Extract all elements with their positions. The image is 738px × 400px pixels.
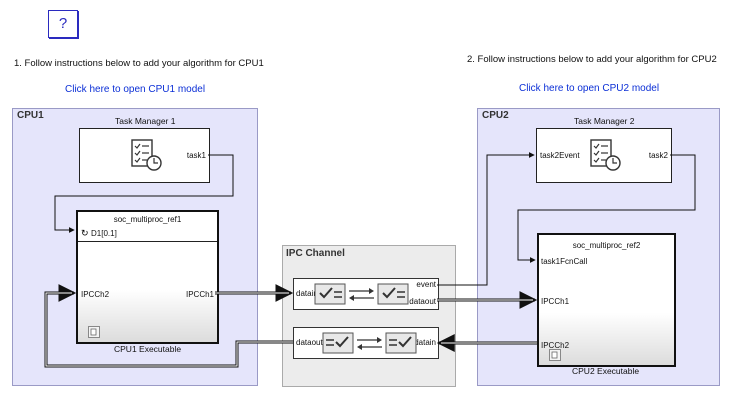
cpu1-instruction: 1. Follow instructions below to add your…: [14, 58, 264, 69]
task-manager-1-title: Task Manager 1: [115, 116, 176, 126]
help-button[interactable]: ?: [48, 10, 78, 38]
cpu1-ref-title: soc_multiproc_ref1: [113, 215, 182, 224]
wire-event-to-task2event: [437, 152, 535, 286]
task2-port: task2: [648, 151, 668, 160]
cpu2-model-reference-block[interactable]: soc_multiproc_ref2 task1FcnCall IPCCh1 I…: [537, 233, 676, 367]
ipc-lower-dataout-port: dataout: [296, 338, 323, 347]
ipc-channel-icon: [322, 332, 417, 354]
task1-port: task1: [186, 151, 206, 160]
cpu2-ref-title: soc_multiproc_ref2: [572, 241, 641, 250]
ipc-channel-cpu1-to-cpu2-block[interactable]: datain event dataout: [293, 278, 439, 310]
open-cpu2-model-link[interactable]: Click here to open CPU2 model: [519, 83, 660, 94]
cpu1-ipcch1-port: IPCCh1: [185, 290, 214, 299]
task1fcncall-port: task1FcnCall: [541, 257, 588, 266]
wire-task1-to-trigger: [54, 154, 234, 233]
model-reference-icon: [88, 326, 100, 338]
cpu2-ipcch1-port: IPCCh1: [541, 297, 570, 306]
wire-dataout-to-cpu1-ipcch2: [44, 284, 293, 368]
open-cpu1-model-link[interactable]: Click here to open CPU1 model: [65, 84, 206, 95]
cpu1-area-title: CPU1: [17, 110, 44, 121]
ipc-channel-title: IPC Channel: [286, 248, 345, 259]
wire-task2-to-fcncall: [517, 154, 696, 263]
d1-trigger-port: D1[0.1]: [91, 229, 117, 238]
ipc-channel-area: [282, 245, 456, 387]
cpu2-instruction: 2. Follow instructions below to add your…: [467, 54, 717, 65]
task-manager-1-block[interactable]: task1: [79, 128, 210, 183]
cpu1-executable-label: CPU1 Executable: [114, 344, 182, 354]
help-icon: ?: [58, 15, 68, 32]
cpu2-ipcch2-port: IPCCh2: [541, 341, 570, 350]
ipc-upper-dataout-port: dataout: [409, 297, 436, 306]
model-reference-icon: [549, 349, 561, 361]
ipc-channel-icon: [314, 283, 409, 305]
cpu1-model-reference-block[interactable]: soc_multiproc_ref1 ↻ D1[0.1] IPCCh2 IPCC…: [76, 210, 219, 344]
ipc-channel-cpu2-to-cpu1-block[interactable]: dataout datain: [293, 327, 439, 359]
cpu2-executable-label: CPU2 Executable: [572, 366, 640, 376]
trigger-icon: ↻: [81, 228, 89, 238]
cpu2-area-title: CPU2: [482, 110, 509, 121]
task2event-port: task2Event: [540, 151, 580, 160]
cpu1-ipcch2-port: IPCCh2: [81, 290, 110, 299]
ipc-lower-datain-port: datain: [414, 338, 436, 347]
task-manager-2-block[interactable]: task2Event task2: [536, 128, 672, 183]
task-manager-icon: [590, 139, 621, 171]
task-manager-icon: [131, 139, 162, 171]
task-manager-2-title: Task Manager 2: [574, 116, 635, 126]
ipc-upper-datain-port: datain: [296, 289, 318, 298]
ipc-upper-event-port: event: [416, 280, 436, 289]
